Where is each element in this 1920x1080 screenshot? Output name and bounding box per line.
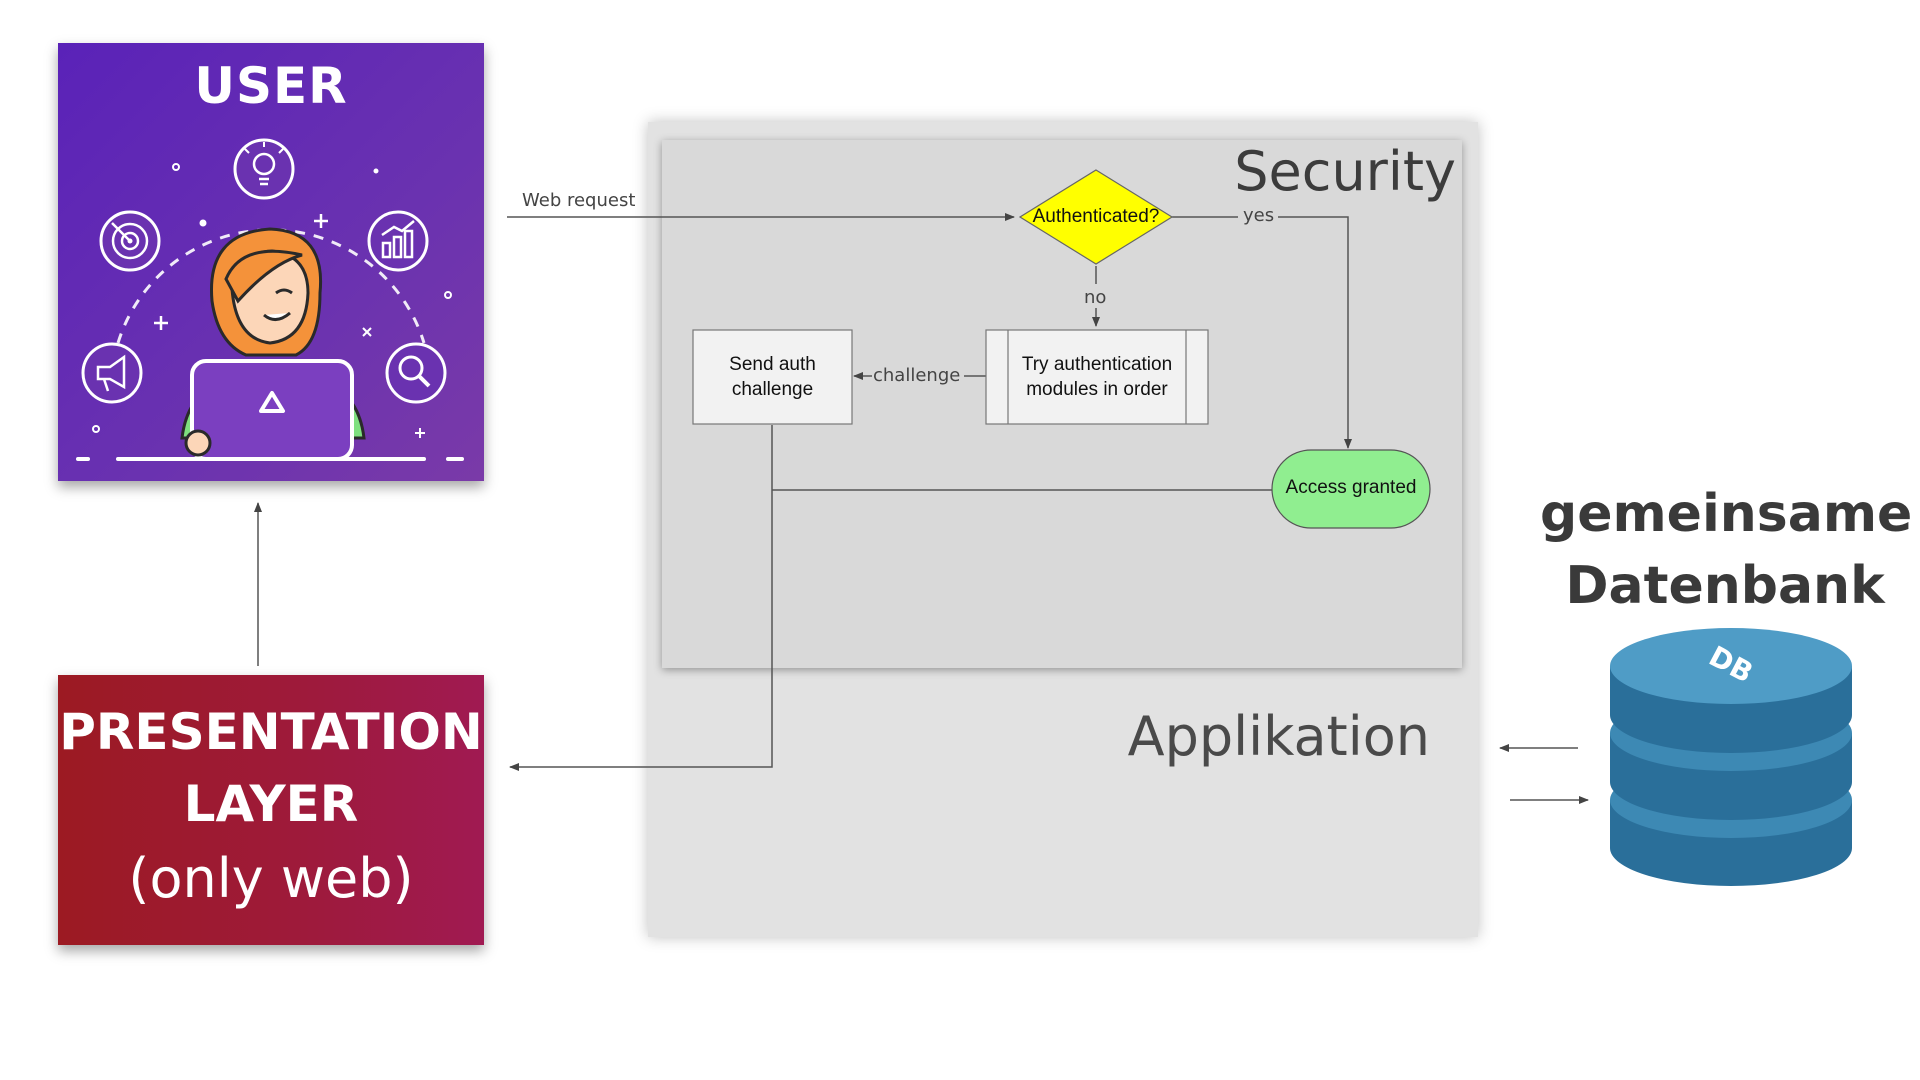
presentation-subtitle: (only web) (128, 847, 414, 910)
database-title: gemeinsame Datenbank (1540, 478, 1913, 622)
security-label: Security (1234, 140, 1456, 203)
edge-label-yes: yes (1243, 205, 1275, 226)
target-icon (99, 210, 161, 272)
search-icon (385, 342, 447, 404)
user-title: USER (194, 57, 348, 115)
terminal-label: Access granted (1285, 477, 1417, 498)
user-card: USER (58, 43, 484, 481)
process-try-label: Try authentication modules in order (1021, 354, 1173, 400)
chart-growth-icon (367, 210, 429, 272)
user-illustration (76, 138, 464, 461)
sparkle-icons (92, 163, 452, 438)
edge-to-presentation (509, 425, 773, 771)
presentation-title-line-1: PRESENTATION (59, 703, 483, 761)
person-illustration (180, 227, 366, 461)
edge-label-challenge: challenge (873, 365, 961, 386)
edge-label-web-request: Web request (522, 190, 636, 211)
lightbulb-icon (233, 138, 295, 200)
application-label: Applikation (1127, 705, 1430, 768)
process-try-authentication (985, 329, 1209, 425)
decision-authenticated (1018, 169, 1174, 265)
database-icon (1610, 628, 1852, 886)
process-send-challenge (692, 329, 853, 425)
edge-label-no: no (1084, 287, 1107, 308)
decision-label: Authenticated? (1032, 206, 1160, 227)
edge-yes-continued (1278, 216, 1352, 449)
presentation-layer-card: PRESENTATION LAYER (only web) (58, 675, 484, 945)
presentation-title-line-2: LAYER (183, 775, 359, 833)
megaphone-icon (81, 342, 143, 404)
process-send-label: Send auth challenge (729, 354, 816, 400)
database-title-line-2: Datenbank (1565, 556, 1885, 616)
terminal-access-granted (1271, 449, 1431, 529)
database-title-line-1: gemeinsame (1540, 484, 1913, 544)
